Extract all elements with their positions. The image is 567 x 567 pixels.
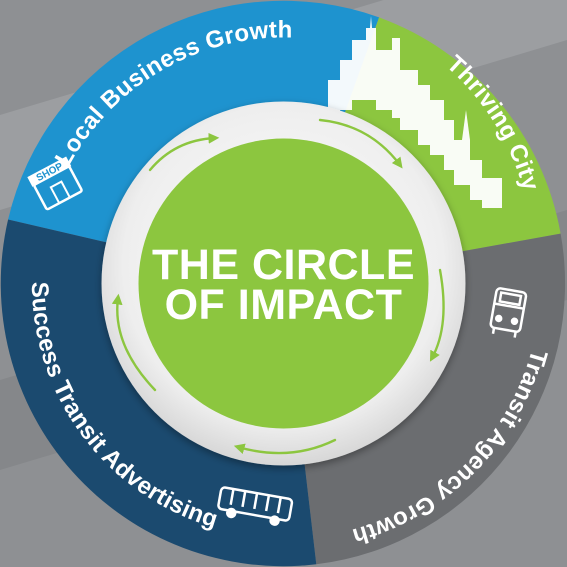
bus-front-icon (489, 287, 528, 338)
arrow-right (429, 268, 445, 362)
bus-side-icon (217, 486, 294, 526)
arrow-top (148, 132, 220, 172)
arrow-top-right (318, 118, 403, 169)
cycle-arrows (111, 118, 445, 455)
title-line-2: OF IMPACT (165, 281, 403, 329)
arrow-left (111, 293, 157, 392)
center-circle (138, 138, 429, 429)
title-line-1: THE CIRCLE (152, 241, 415, 289)
arrow-bottom (233, 438, 337, 455)
